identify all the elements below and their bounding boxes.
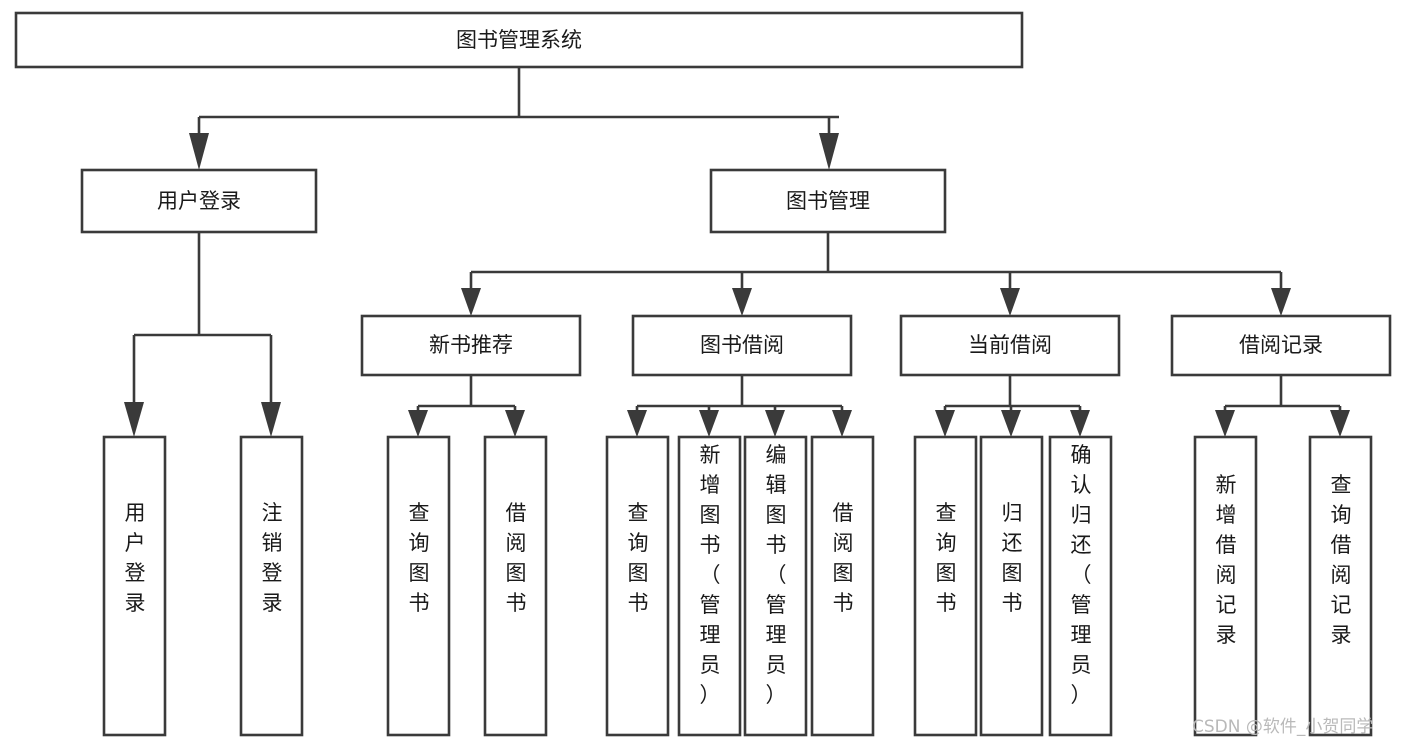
leaf-node[interactable]: 借阅图书 — [483, 435, 548, 737]
arrow-head-book-borrow — [732, 288, 752, 316]
leaf-confirm-return-admin-label: 确认归还（管理员） — [1071, 443, 1092, 707]
leaf-node[interactable]: 确认归还（管理员） — [1048, 435, 1113, 737]
node-borrow-record[interactable]: 借阅记录 — [1170, 314, 1392, 377]
arrow-head-leaf-logout — [261, 402, 281, 437]
node-book-borrow[interactable]: 图书借阅 — [631, 314, 853, 377]
new-book-recommend-label: 新书推荐 — [429, 333, 513, 357]
leaf-user-login-box[interactable] — [102, 435, 167, 737]
leaf-query-books-recommend-label: 查询图书 — [409, 501, 430, 615]
leaf-borrow-books-recommend-label: 借阅图书 — [506, 501, 527, 615]
leaf-query-borrow-record-box[interactable] — [1308, 435, 1373, 737]
arrow-head-leaf-borrow-books — [832, 410, 852, 437]
leaf-node[interactable]: 新增借阅记录 — [1193, 435, 1258, 737]
leaf-node[interactable]: 用户登录 — [102, 435, 167, 737]
leaf-query-books-current-box[interactable] — [913, 435, 978, 737]
leaf-edit-book-admin-box[interactable] — [743, 435, 808, 737]
leaf-borrow-books-recommend-box[interactable] — [483, 435, 548, 737]
arrow-head-new-book-recommend — [461, 288, 481, 316]
leaf-query-books-current-label: 查询图书 — [936, 501, 957, 615]
leaf-edit-book-admin-label: 编辑图书（管理员） — [766, 443, 787, 707]
leaf-node[interactable]: 新增图书（管理员） — [677, 435, 742, 737]
leaf-query-books-borrow-box[interactable] — [605, 435, 670, 737]
leaf-node[interactable]: 查询图书 — [605, 435, 670, 737]
leaf-node[interactable]: 查询图书 — [913, 435, 978, 737]
node-root[interactable]: 图书管理系统 — [14, 11, 1024, 69]
arrow-head-leaf-query-books-recommend — [408, 410, 428, 437]
leaf-node[interactable]: 查询借阅记录 — [1308, 435, 1373, 737]
borrow-record-label: 借阅记录 — [1239, 333, 1323, 357]
current-borrow-label: 当前借阅 — [968, 333, 1052, 357]
arrow-head-current-borrow — [1000, 288, 1020, 316]
arrow-head-book-management — [819, 133, 839, 170]
leaf-node[interactable]: 查询图书 — [386, 435, 451, 737]
leaf-query-books-recommend-box[interactable] — [386, 435, 451, 737]
leaf-logout-label: 注销登录 — [262, 501, 283, 615]
connector-layer — [124, 67, 1350, 437]
book-borrow-box[interactable] — [631, 314, 853, 377]
arrow-head-leaf-user-login — [124, 402, 144, 437]
arrow-head-leaf-add-book-admin — [699, 410, 719, 437]
leaf-query-borrow-record-label: 查询借阅记录 — [1331, 473, 1352, 647]
borrow-record-box[interactable] — [1170, 314, 1392, 377]
book-management-box[interactable] — [709, 168, 947, 234]
node-current-borrow[interactable]: 当前借阅 — [899, 314, 1121, 377]
node-new-book-recommend[interactable]: 新书推荐 — [360, 314, 582, 377]
leaf-borrow-books-box[interactable] — [810, 435, 875, 737]
user-login-box[interactable] — [80, 168, 318, 234]
user-login-label: 用户登录 — [157, 189, 241, 213]
arrow-head-leaf-borrow-books-recommend — [505, 410, 525, 437]
leaf-logout-box[interactable] — [239, 435, 304, 737]
leaf-add-borrow-record-label: 新增借阅记录 — [1216, 473, 1237, 647]
arrow-head-leaf-edit-book-admin — [765, 410, 785, 437]
arrow-head-leaf-return-books — [1001, 410, 1021, 437]
leaf-node[interactable]: 注销登录 — [239, 435, 304, 737]
arrow-head-leaf-query-borrow-record — [1330, 410, 1350, 437]
leaf-add-book-admin-box[interactable] — [677, 435, 742, 737]
leaf-node[interactable]: 归还图书 — [979, 435, 1044, 737]
leaf-query-books-borrow-label: 查询图书 — [628, 501, 649, 615]
node-user-login[interactable]: 用户登录 — [80, 168, 318, 234]
arrow-head-user-login — [189, 133, 209, 170]
leaf-node[interactable]: 编辑图书（管理员） — [743, 435, 808, 737]
leaf-borrow-books-label: 借阅图书 — [833, 501, 854, 615]
current-borrow-box[interactable] — [899, 314, 1121, 377]
arrow-head-leaf-query-books-borrow — [627, 410, 647, 437]
leaf-add-borrow-record-box[interactable] — [1193, 435, 1258, 737]
node-book-management[interactable]: 图书管理 — [709, 168, 947, 234]
leaf-return-books-label: 归还图书 — [1002, 501, 1023, 615]
root-label: 图书管理系统 — [456, 28, 582, 52]
arrow-head-leaf-add-borrow-record — [1215, 410, 1235, 437]
arrow-head-borrow-record — [1271, 288, 1291, 316]
root-box[interactable] — [14, 11, 1024, 69]
leaf-node[interactable]: 借阅图书 — [810, 435, 875, 737]
leaf-return-books-box[interactable] — [979, 435, 1044, 737]
csdn-watermark: CSDN @软件_小贺同学 — [1192, 717, 1373, 737]
book-management-label: 图书管理 — [786, 189, 870, 213]
leaf-user-login-label: 用户登录 — [125, 501, 146, 615]
leaf-confirm-return-admin-box[interactable] — [1048, 435, 1113, 737]
book-borrow-label: 图书借阅 — [700, 333, 784, 357]
leaf-add-book-admin-label: 新增图书（管理员） — [700, 443, 721, 707]
arrow-head-leaf-confirm-return-admin — [1070, 410, 1090, 437]
new-book-recommend-box[interactable] — [360, 314, 582, 377]
arrow-head-leaf-query-books-current — [935, 410, 955, 437]
